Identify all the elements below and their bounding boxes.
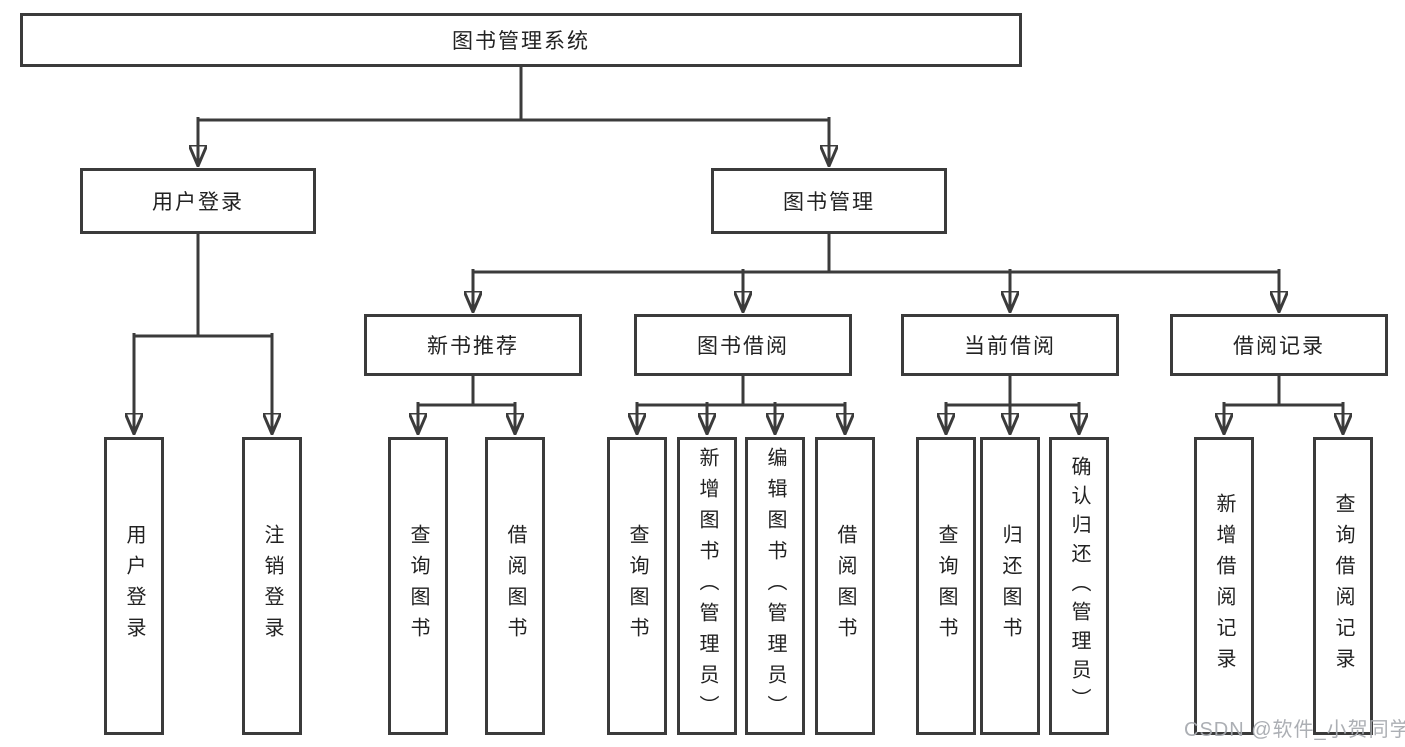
node-label: 查询图书 — [935, 524, 957, 648]
node-current-borrowing: 当前借阅 — [901, 314, 1119, 376]
node-label: 查询图书 — [407, 524, 429, 648]
connector-root-to-level2 — [198, 65, 829, 165]
node-label: 新增借阅记录 — [1213, 493, 1235, 679]
node-label: 图书管理系统 — [452, 30, 590, 53]
node-label: 借阅图书 — [504, 524, 526, 648]
leaf-current-query-book: 查询图书 — [916, 437, 976, 735]
connector-book-management-branch — [473, 232, 1279, 311]
connector-borrowing-records-branch — [1224, 374, 1343, 433]
node-label: 图书管理 — [783, 191, 875, 214]
node-label: 新增图书（管理员） — [696, 446, 718, 726]
node-label: 查询图书 — [626, 524, 648, 648]
node-label: 编辑图书（管理员） — [764, 446, 786, 726]
node-label: 用户登录 — [152, 191, 244, 214]
csdn-watermark: CSDN @软件_小贺同学 — [1184, 719, 1405, 741]
node-library-management-system: 图书管理系统 — [20, 13, 1022, 67]
node-label: 用户登录 — [123, 524, 145, 648]
leaf-newbook-query-book: 查询图书 — [388, 437, 448, 735]
node-label: 新书推荐 — [427, 335, 519, 358]
leaf-current-confirm-return-admin: 确认归还（管理员） — [1049, 437, 1109, 735]
connector-current-borrowing-branch — [946, 374, 1079, 433]
connector-book-borrowing-branch — [637, 374, 845, 433]
leaf-logout: 注销登录 — [242, 437, 302, 735]
connector-new-book-branch — [418, 374, 515, 433]
node-borrowing-records: 借阅记录 — [1170, 314, 1388, 376]
leaf-borrowing-query-book: 查询图书 — [607, 437, 667, 735]
node-book-management: 图书管理 — [711, 168, 947, 234]
leaf-user-login: 用户登录 — [104, 437, 164, 735]
node-book-borrowing: 图书借阅 — [634, 314, 852, 376]
node-label: 当前借阅 — [964, 335, 1056, 358]
node-label: 借阅记录 — [1233, 335, 1325, 358]
node-user-login-group: 用户登录 — [80, 168, 316, 234]
leaf-records-add-borrow-record: 新增借阅记录 — [1194, 437, 1254, 735]
node-label: 确认归还（管理员） — [1068, 455, 1090, 717]
node-label: 归还图书 — [999, 524, 1021, 648]
leaf-borrowing-edit-book-admin: 编辑图书（管理员） — [745, 437, 805, 735]
node-label: 借阅图书 — [834, 524, 856, 648]
leaf-borrowing-borrow-book: 借阅图书 — [815, 437, 875, 735]
node-label: 图书借阅 — [697, 335, 789, 358]
node-new-book-recommendation: 新书推荐 — [364, 314, 582, 376]
leaf-borrowing-add-book-admin: 新增图书（管理员） — [677, 437, 737, 735]
node-label: 查询借阅记录 — [1332, 493, 1354, 679]
leaf-current-return-book: 归还图书 — [980, 437, 1040, 735]
leaf-records-query-borrow-record: 查询借阅记录 — [1313, 437, 1373, 735]
connector-user-login-branch — [134, 232, 272, 433]
node-label: 注销登录 — [261, 524, 283, 648]
leaf-newbook-borrow-book: 借阅图书 — [485, 437, 545, 735]
